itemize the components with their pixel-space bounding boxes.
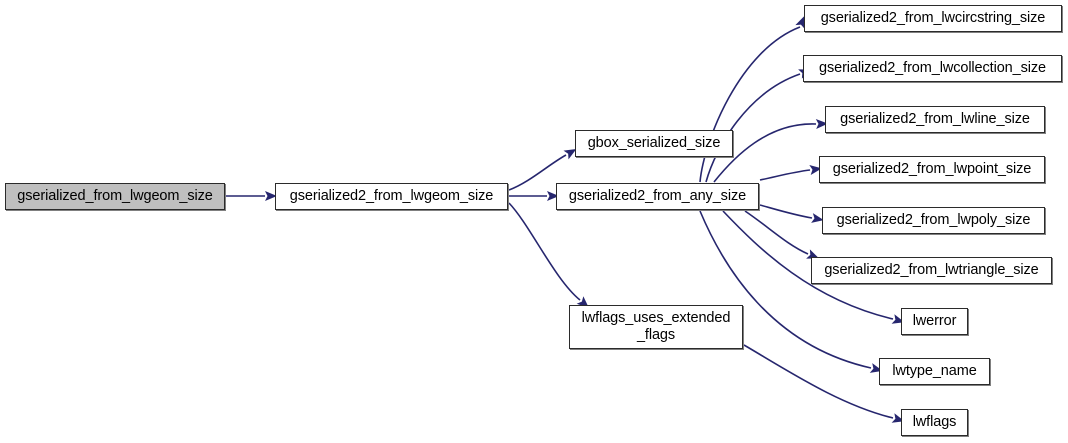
graph-node-gserialized2_from_lwcircstring_size[interactable]: gserialized2_from_lwcircstring_size (804, 5, 1062, 32)
graph-node-label: lwflags_uses_extended _flags (581, 310, 731, 343)
graph-node-gserialized2_from_lwpoly_size[interactable]: gserialized2_from_lwpoly_size (822, 207, 1045, 234)
graph-node-lwtype_name[interactable]: lwtype_name (879, 358, 990, 385)
graph-edge-n3-to-n5 (699, 26, 801, 183)
graph-node-lwflags[interactable]: lwflags (901, 409, 968, 436)
graph-edge-n3-to-n8 (759, 169, 811, 181)
graph-node-gserialized2_from_lwline_size[interactable]: gserialized2_from_lwline_size (825, 106, 1045, 133)
graph-node-gserialized_from_lwgeom_size[interactable]: gserialized_from_lwgeom_size (5, 183, 225, 210)
graph-node-label: gserialized2_from_lwcollection_size (819, 60, 1046, 77)
graph-node-label: gserialized2_from_lwline_size (840, 111, 1030, 128)
graph-node-label: gserialized2_from_lwpoly_size (836, 212, 1031, 229)
graph-node-gserialized2_from_any_size[interactable]: gserialized2_from_any_size (556, 183, 759, 210)
graph-edge-n3-to-n9 (759, 204, 813, 219)
graph-edge-n4-to-n13 (743, 344, 894, 419)
graph-node-lwerror[interactable]: lwerror (901, 308, 968, 335)
graph-node-label: gserialized2_from_lwtriangle_size (824, 262, 1039, 279)
graph-node-label: gserialized2_from_lwpoint_size (832, 161, 1032, 178)
graph-edge-n3-to-n10 (744, 210, 809, 255)
graph-node-label: gserialized_from_lwgeom_size (17, 188, 213, 205)
graph-node-label: gserialized2_from_lwcircstring_size (820, 10, 1046, 27)
graph-node-gserialized2_from_lwtriangle_size[interactable]: gserialized2_from_lwtriangle_size (811, 257, 1052, 284)
graph-edge-n1-to-n4 (508, 202, 581, 301)
graph-node-gserialized2_from_lwgeom_size[interactable]: gserialized2_from_lwgeom_size (275, 183, 508, 210)
graph-node-label: lwflags (912, 414, 957, 431)
graph-node-label: gserialized2_from_lwgeom_size (289, 188, 494, 205)
graph-node-gserialized2_from_lwcollection_size[interactable]: gserialized2_from_lwcollection_size (803, 55, 1062, 82)
graph-node-label: lwtype_name (892, 363, 977, 380)
graph-node-label: lwerror (912, 313, 957, 330)
graph-node-label: gserialized2_from_any_size (568, 188, 747, 205)
graph-node-gbox_serialized_size[interactable]: gbox_serialized_size (575, 130, 733, 157)
graph-node-gserialized2_from_lwpoint_size[interactable]: gserialized2_from_lwpoint_size (819, 156, 1045, 183)
graph-edge-n3-to-n6 (705, 73, 801, 183)
graph-node-lwflags_uses_extended-_flags[interactable]: lwflags_uses_extended _flags (569, 305, 743, 349)
graph-node-label: gbox_serialized_size (587, 135, 721, 152)
